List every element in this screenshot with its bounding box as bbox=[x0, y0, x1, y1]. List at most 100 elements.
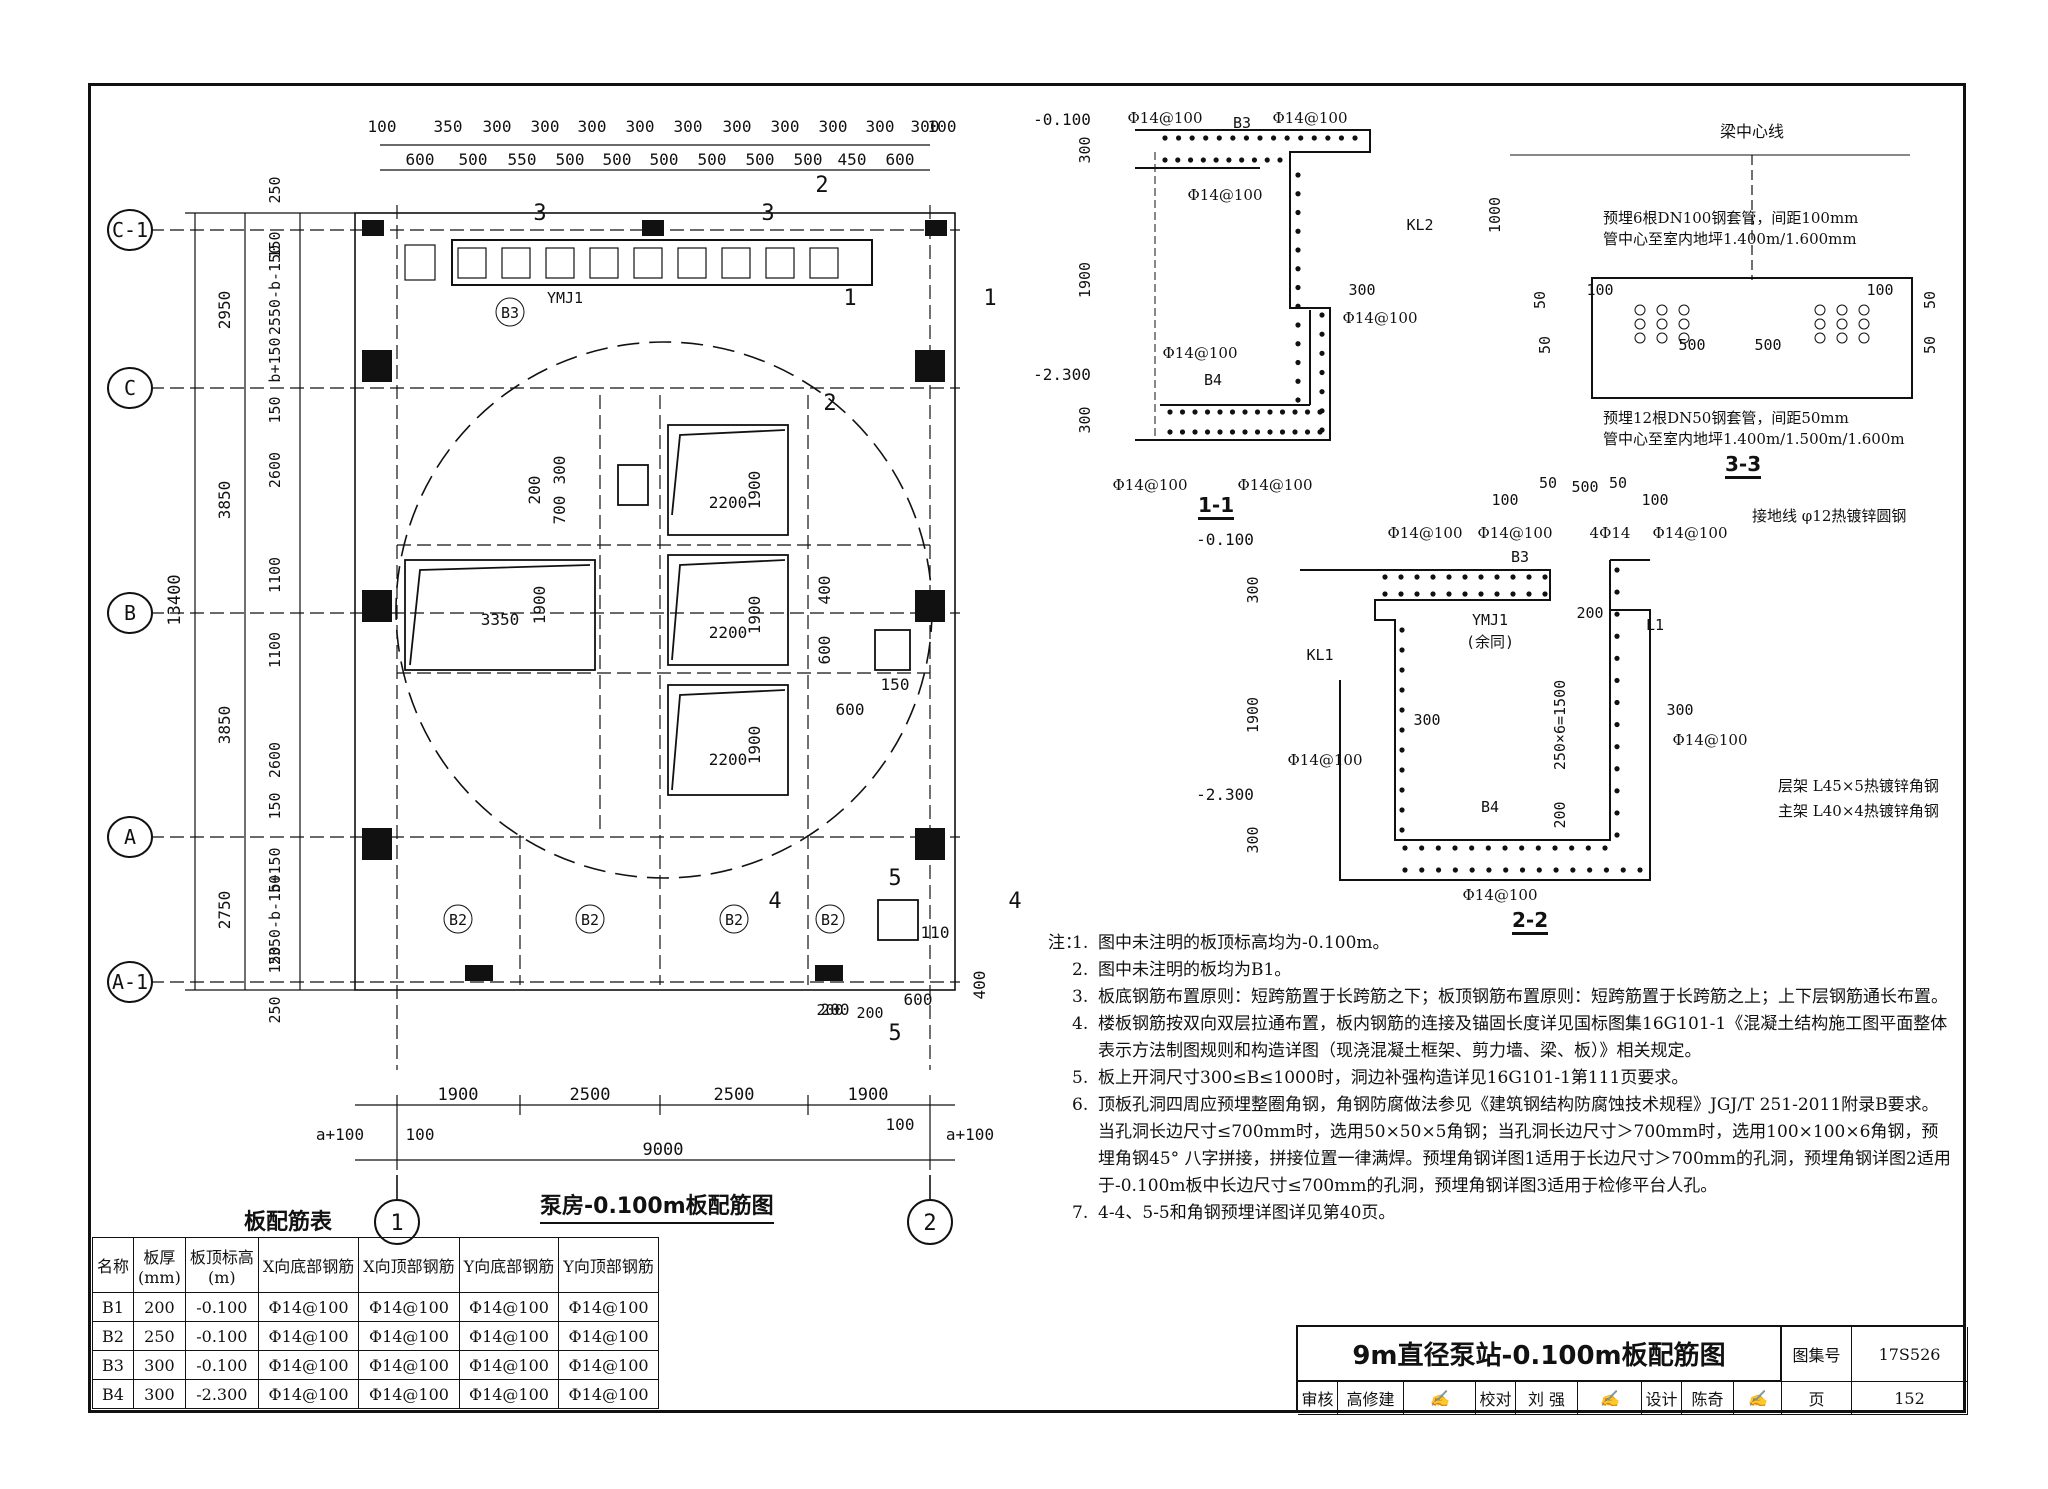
check-label: 校对 bbox=[1476, 1382, 1516, 1415]
rebar-dot bbox=[1162, 135, 1168, 141]
table-cell: Φ14@100 bbox=[257, 1350, 360, 1380]
rebar-dot bbox=[1304, 429, 1311, 435]
top-dim: 450 bbox=[838, 150, 867, 169]
notes-lead: 注： bbox=[1048, 933, 1082, 953]
note-item: 2.图中未注明的板均为B1。 bbox=[1072, 957, 1953, 984]
section-dim: 50 bbox=[1536, 336, 1554, 354]
sleeve-pipe bbox=[1678, 304, 1690, 316]
rebar-dot bbox=[1614, 832, 1620, 838]
rebar-dot bbox=[1192, 409, 1198, 415]
elev-top: -0.100 bbox=[1033, 110, 1091, 129]
rebar-callout: Φ14@100 bbox=[1237, 476, 1312, 494]
section-2-2-outline bbox=[1300, 559, 1651, 881]
rebar-dot bbox=[1319, 369, 1325, 376]
slab-tag: B2 bbox=[821, 911, 839, 929]
left-inner-dim: 2600 bbox=[266, 742, 284, 778]
rebar-dot bbox=[1399, 687, 1405, 693]
designer-signature: ✍ bbox=[1734, 1382, 1782, 1415]
drawing-frame bbox=[88, 83, 1966, 1413]
page-label: 页 bbox=[1782, 1382, 1852, 1415]
opening-dim: 600 bbox=[904, 990, 933, 1009]
rebar-dot bbox=[1319, 389, 1325, 395]
rebar-dot bbox=[1319, 350, 1325, 356]
plan-gridlines bbox=[150, 205, 960, 1070]
rebar-callout: Φ14@100 bbox=[1112, 476, 1187, 494]
table-header-cell: Y向底部钢筋 bbox=[458, 1237, 560, 1293]
rebar-dot bbox=[1569, 845, 1575, 851]
sleeve-pipe bbox=[1858, 304, 1870, 316]
section-mark: 2 bbox=[823, 391, 836, 416]
rebar-dot bbox=[1510, 591, 1516, 597]
rebar-dot bbox=[1162, 157, 1168, 163]
rebar-dot bbox=[1570, 867, 1576, 873]
general-notes: 注： 1.图中未注明的板顶标高均为-0.100m。2.图中未注明的板均为B1。3… bbox=[1048, 930, 1953, 1227]
rebar-dot bbox=[1478, 574, 1484, 580]
atlas-label: 图集号 bbox=[1782, 1327, 1852, 1382]
left-dim: 2950 bbox=[215, 291, 234, 330]
rebar-dot bbox=[1430, 574, 1436, 580]
table-cell: Φ14@100 bbox=[458, 1379, 560, 1409]
rebar-callout: Φ14@100 bbox=[1652, 524, 1727, 542]
review-label: 审核 bbox=[1298, 1382, 1338, 1415]
section-1-1-label: 1-1 bbox=[1198, 493, 1235, 520]
sleeve-pipe bbox=[1634, 318, 1646, 330]
rebar-dot bbox=[1217, 409, 1223, 415]
left-inner-dim: 150 bbox=[266, 946, 284, 973]
rebar-dot bbox=[1510, 574, 1516, 580]
section-dim: 50 bbox=[1921, 336, 1939, 354]
table-cell: Φ14@100 bbox=[458, 1321, 560, 1351]
rebar-dot bbox=[1311, 135, 1317, 141]
section-3-3-label: 3-3 bbox=[1725, 452, 1762, 479]
rebar-dot bbox=[1213, 157, 1219, 163]
rebar-dot bbox=[1179, 429, 1186, 435]
rebar-dot bbox=[1503, 867, 1509, 873]
beam-tag: KL1 bbox=[1306, 646, 1333, 664]
opening-dim: 2200 bbox=[709, 750, 748, 769]
section-dim: 100 bbox=[1641, 491, 1668, 509]
rebar-dot bbox=[1295, 359, 1301, 366]
lower-sleeve-note: 预埋12根DN50钢套管，间距50mm 管中心至室内地坪1.400m/1.500… bbox=[1603, 408, 1905, 450]
note-number: 6. bbox=[1072, 1095, 1089, 1115]
opening-dim: 2200 bbox=[709, 623, 748, 642]
left-inner-dim: b+150 bbox=[266, 847, 284, 892]
elev-bot: -2.300 bbox=[1196, 785, 1254, 804]
sleeve-pipe bbox=[1678, 318, 1690, 330]
rebar-dots bbox=[1162, 135, 1870, 873]
beam-tag: KL2 bbox=[1406, 216, 1433, 234]
rebar-dot bbox=[1187, 157, 1194, 163]
table-cell: -0.100 bbox=[184, 1321, 259, 1351]
table-cell: 200 bbox=[133, 1292, 186, 1322]
rebar-dot bbox=[1494, 591, 1500, 597]
bottom-dim: 1900 bbox=[438, 1085, 479, 1105]
rebar-dot bbox=[1179, 409, 1186, 415]
bottom-dim: 2500 bbox=[714, 1085, 755, 1105]
rebar-dot bbox=[1502, 845, 1508, 851]
left-inner-dim: 150 bbox=[266, 792, 284, 819]
section-dim: 300 bbox=[1413, 711, 1440, 729]
axis-label: A-1 bbox=[112, 970, 148, 994]
slab-tag: B2 bbox=[449, 911, 467, 929]
opening-dim: 300 bbox=[550, 456, 569, 485]
table-cell: B4 bbox=[91, 1379, 135, 1409]
slab-tag: B2 bbox=[581, 911, 599, 929]
table-cell: Φ14@100 bbox=[558, 1321, 659, 1351]
table-cell: Φ14@100 bbox=[257, 1321, 360, 1351]
left-inner-dim: 150 bbox=[266, 231, 284, 258]
note-text: 4-4、5-5和角钢预埋详图详见第40页。 bbox=[1098, 1203, 1396, 1223]
rebar-dot bbox=[1295, 284, 1301, 291]
rebar-dot bbox=[1295, 209, 1301, 216]
left-inner-dim: 2350-b-150 bbox=[266, 875, 284, 965]
bottom-side: 100 bbox=[406, 1125, 435, 1144]
left-inner-dim: 2550-b-150 bbox=[266, 245, 284, 335]
opening-dim: 200 bbox=[821, 1000, 850, 1019]
bottom-dimension-lines bbox=[355, 1095, 955, 1170]
rebar-dot bbox=[1637, 867, 1643, 873]
rebar-dot bbox=[1494, 574, 1500, 580]
opening-dim: 700 bbox=[550, 496, 569, 525]
table-cell: Φ14@100 bbox=[358, 1321, 460, 1351]
rebar-dot bbox=[1279, 429, 1286, 435]
rebar-dot bbox=[1270, 135, 1277, 141]
rebar-dot bbox=[1229, 409, 1236, 415]
